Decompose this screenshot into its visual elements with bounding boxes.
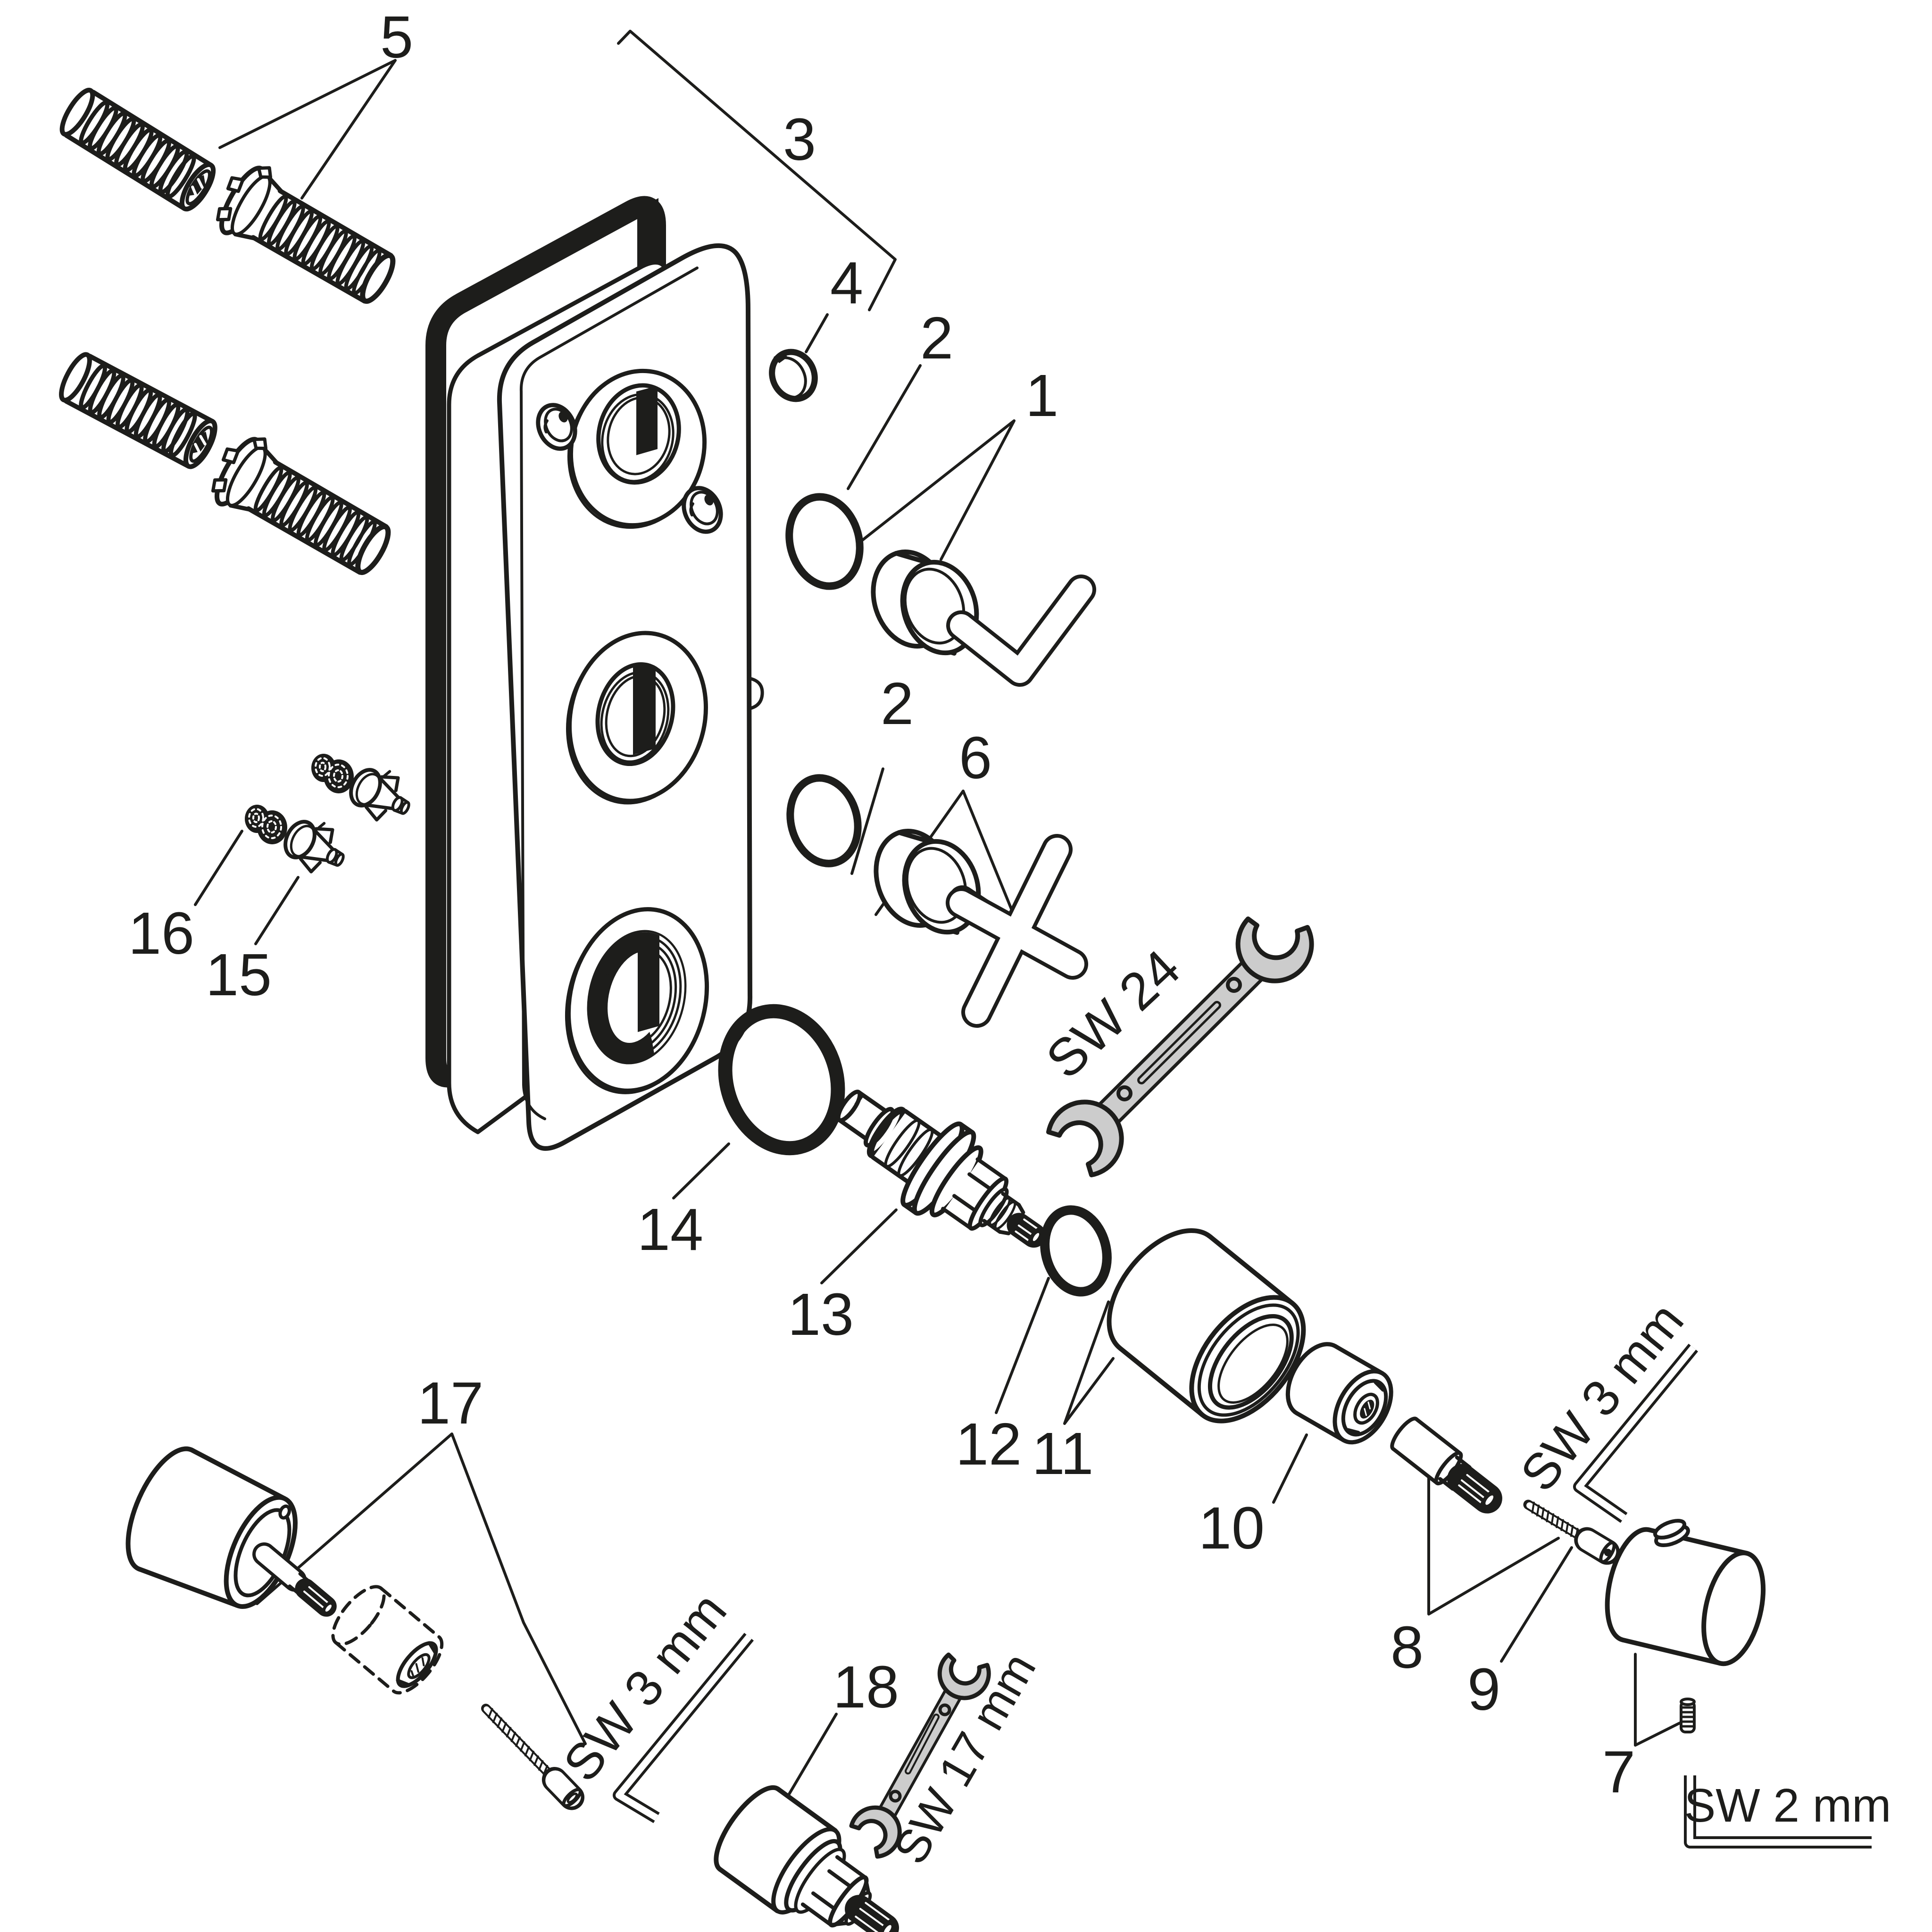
svg-text:13: 13 <box>788 1281 854 1348</box>
svg-text:15: 15 <box>206 941 272 1008</box>
svg-text:16: 16 <box>128 900 194 966</box>
svg-text:18: 18 <box>833 1654 899 1720</box>
svg-text:11: 11 <box>1032 1420 1094 1487</box>
svg-text:17: 17 <box>417 1370 483 1436</box>
svg-text:2: 2 <box>920 305 953 371</box>
svg-text:SW 3 mm: SW 3 mm <box>1509 1292 1694 1502</box>
svg-text:10: 10 <box>1199 1495 1265 1561</box>
svg-text:SW 2 mm: SW 2 mm <box>1684 1779 1891 1832</box>
svg-text:9: 9 <box>1467 1656 1500 1723</box>
svg-text:1: 1 <box>1025 362 1058 429</box>
svg-text:2: 2 <box>881 670 914 737</box>
svg-text:8: 8 <box>1391 1614 1424 1681</box>
svg-text:7: 7 <box>1602 1739 1635 1805</box>
svg-text:3: 3 <box>783 106 816 173</box>
svg-text:4: 4 <box>830 250 863 316</box>
svg-text:6: 6 <box>959 724 992 791</box>
svg-text:14: 14 <box>637 1196 703 1263</box>
svg-text:12: 12 <box>956 1411 1022 1477</box>
svg-text:5: 5 <box>380 4 413 70</box>
